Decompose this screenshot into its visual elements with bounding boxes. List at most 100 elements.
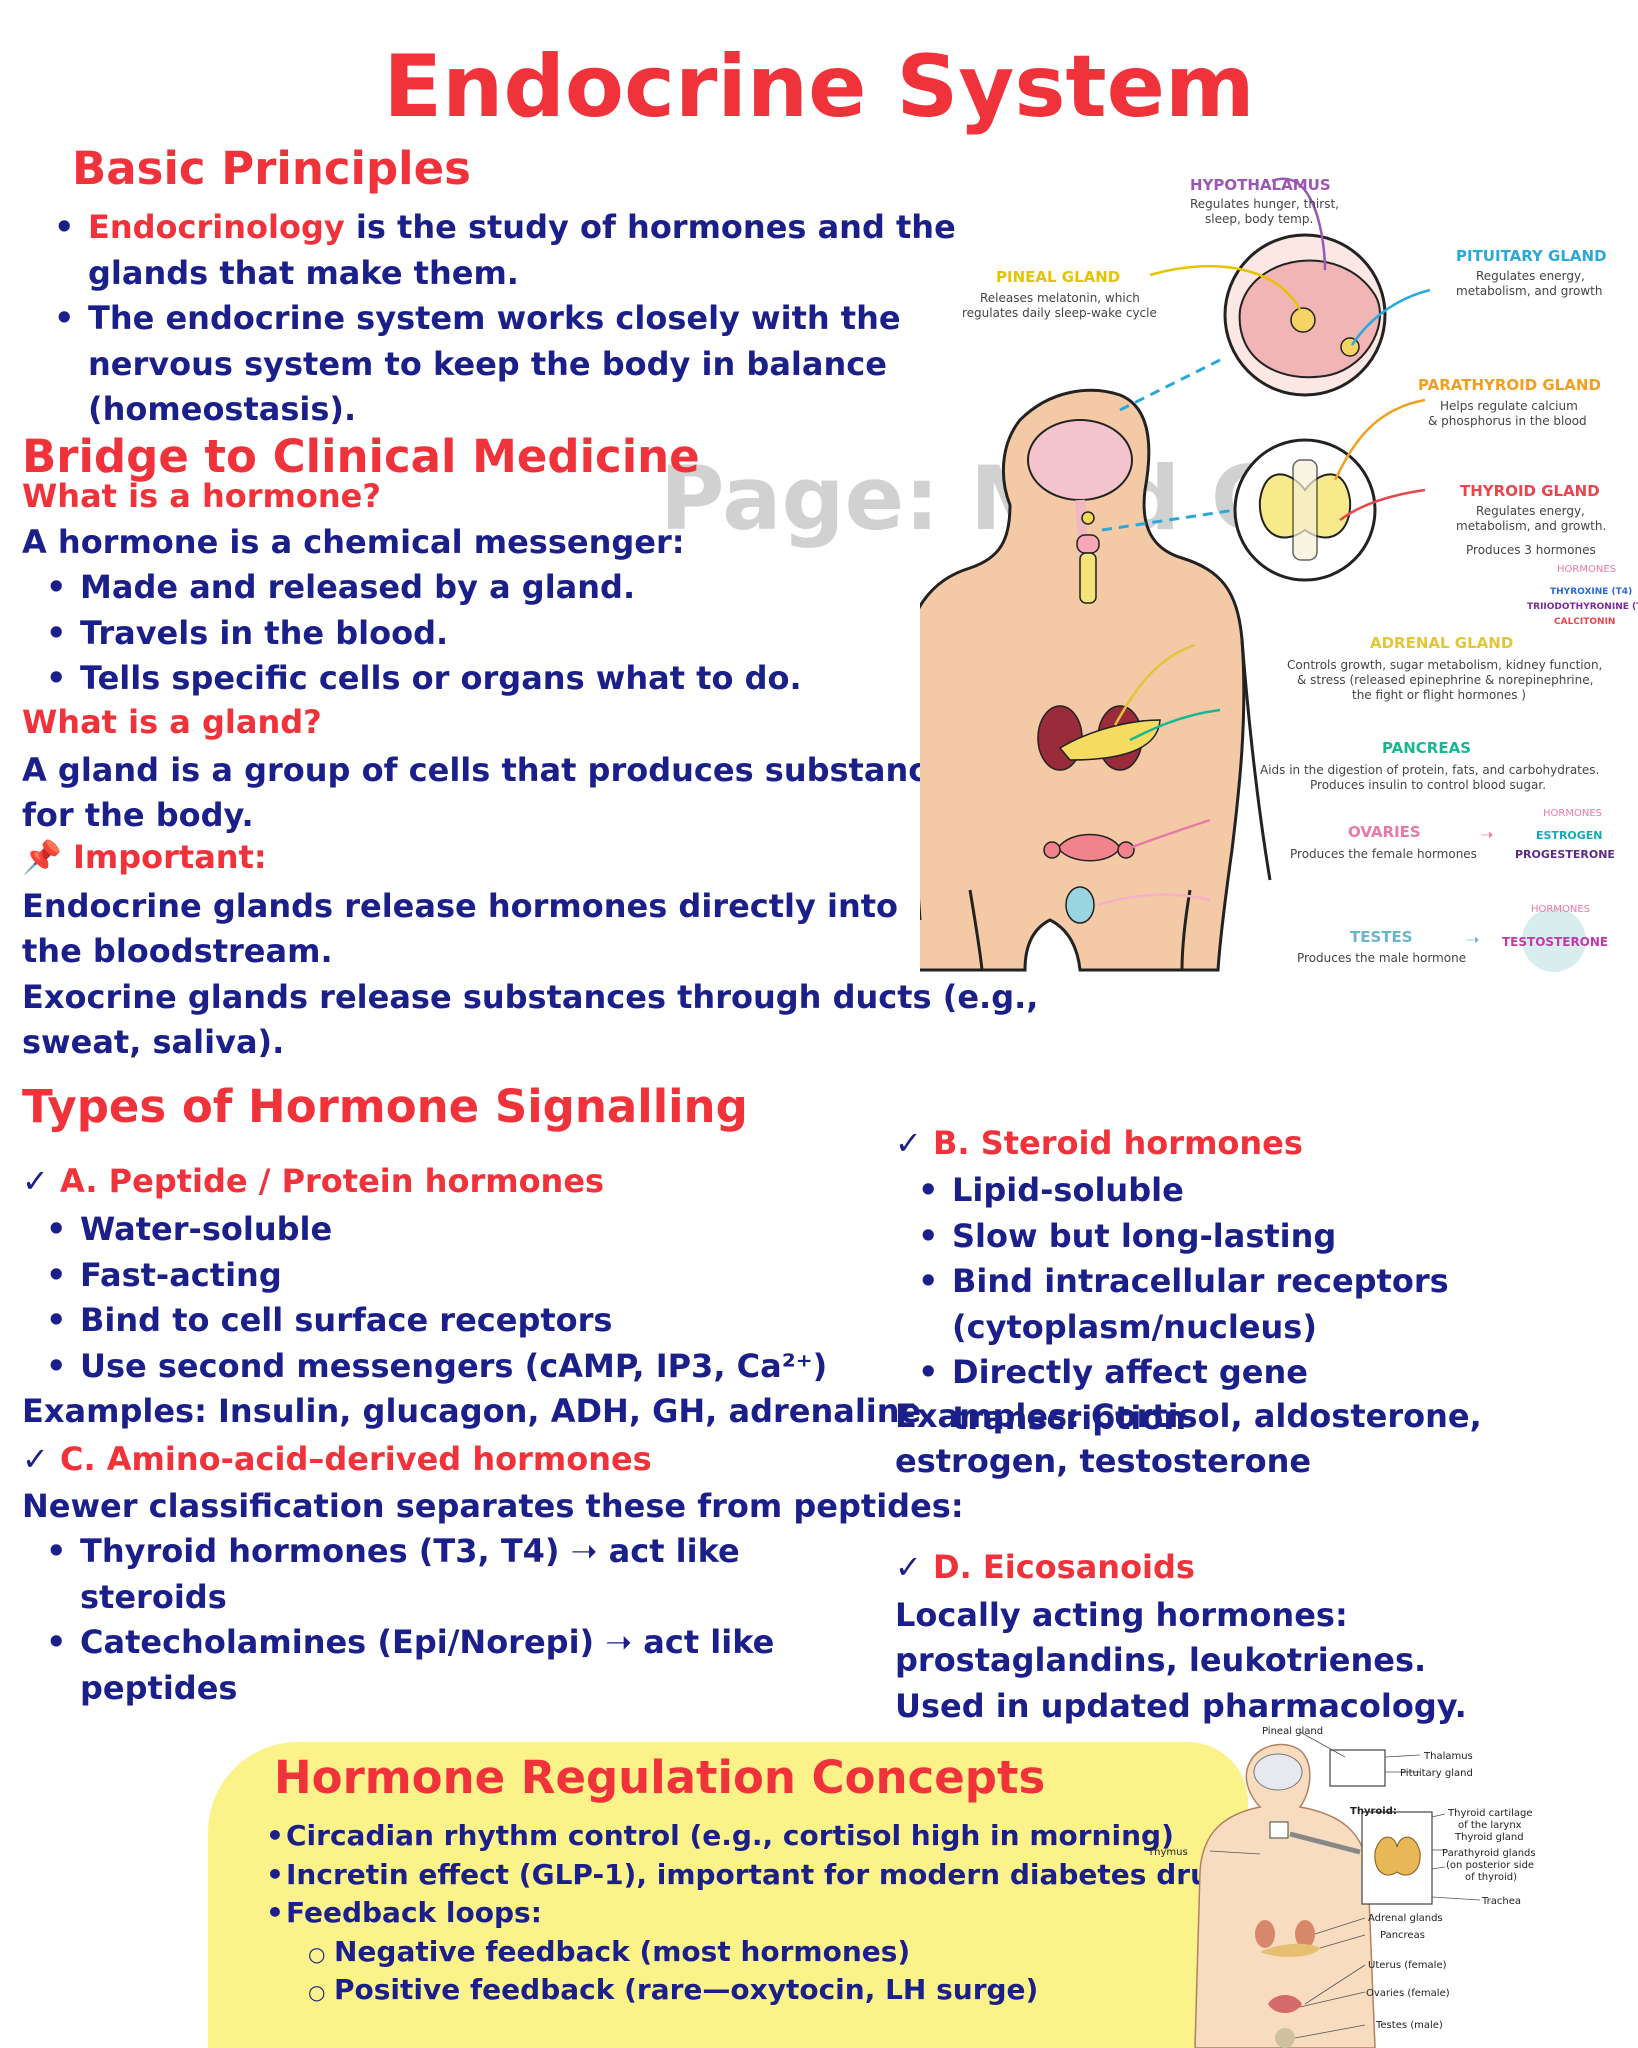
human-body-figure <box>920 388 1272 972</box>
mini-testes <box>1275 2028 1295 2048</box>
eicosanoids-heading-text: D. Eicosanoids <box>933 1548 1195 1586</box>
testes-desc: Produces the male hormone <box>1297 951 1466 965</box>
testes-hormone: TESTOSTERONE <box>1502 935 1608 949</box>
steroid-list: Lipid-soluble Slow but long-lasting Bind… <box>896 1168 1456 1441</box>
pineal-desc: regulates daily sleep-wake cycle <box>962 306 1157 320</box>
mini-thyroid-cartilage-label: Thyroid cartilage <box>1447 1808 1533 1819</box>
eicosanoids-heading: ✓ D. Eicosanoids <box>895 1548 1195 1586</box>
mini-thymus-label: Thymus <box>1147 1847 1188 1858</box>
ovaries-leader <box>1129 818 1211 850</box>
mini-adrenal-left <box>1255 1920 1275 1948</box>
brain-icon <box>1027 419 1133 501</box>
mini-pancreas <box>1260 1943 1320 1957</box>
hypothalamus-desc: Regulates hunger, thirst, <box>1190 197 1339 211</box>
important-exocrine: Exocrine glands release substances throu… <box>22 978 1039 1061</box>
testes-label: TESTES <box>1350 928 1413 946</box>
basic-point-1: Endocrinology is the study of hormones a… <box>32 205 992 296</box>
important-label: 📌 Important: <box>22 838 267 876</box>
peptide-heading-text: A. Peptide / Protein hormones <box>60 1162 605 1200</box>
check-icon: ✓ <box>22 1162 49 1200</box>
regulation-point: Feedback loops: <box>228 1894 1258 1933</box>
regulation-heading: Hormone Regulation Concepts <box>274 1751 1046 1804</box>
mini-of-thyroid-label: of thyroid) <box>1465 1872 1517 1883</box>
pituitary-desc: metabolism, and growth <box>1456 284 1602 298</box>
mini-trachea-label: Trachea <box>1481 1896 1521 1907</box>
thyroid-desc: Produces 3 hormones <box>1466 543 1596 557</box>
regulation-point: Incretin effect (GLP-1), important for m… <box>228 1856 1258 1895</box>
pancreas-desc: Produces insulin to control blood sugar. <box>1310 778 1546 792</box>
mini-adrenal-label: Adrenal glands <box>1368 1913 1443 1924</box>
arrow-icon: ➝ <box>1480 825 1493 844</box>
mini-pituitary-label: Pituitary gland <box>1400 1768 1473 1779</box>
mini-zoom-arrow <box>1289 1831 1361 1855</box>
parathyroid-leader <box>1333 398 1426 481</box>
ovaries-desc: Produces the female hormones <box>1290 847 1477 861</box>
parathyroid-desc: & phosphorus in the blood <box>1428 414 1587 428</box>
bridge-heading: Bridge to Clinical Medicine <box>22 430 700 483</box>
hormone-point: Tells specific cells or organs what to d… <box>24 656 924 702</box>
important-text: Important: <box>72 838 267 876</box>
mini-adrenal-right <box>1295 1920 1315 1948</box>
what-is-hormone-question: What is a hormone? <box>22 477 381 515</box>
peptide-point: Water-soluble <box>24 1207 864 1253</box>
thyroid-hormones-label: HORMONES <box>1557 564 1616 575</box>
check-icon: ✓ <box>22 1440 49 1478</box>
hormone-points: Made and released by a gland. Travels in… <box>24 565 924 702</box>
mini-brain-inset <box>1329 1749 1386 1787</box>
mini-thyroid-box <box>1269 1821 1289 1839</box>
what-is-gland-question: What is a gland? <box>22 703 322 741</box>
mini-pineal-label: Pineal gland <box>1262 1726 1323 1737</box>
mini-larynx-label: of the larynx <box>1458 1820 1522 1831</box>
watermark: Page: Med G <box>660 447 1284 550</box>
regulation-subpoint: Positive feedback (rare—oxytocin, LH sur… <box>228 1971 1258 2011</box>
steroid-point: Directly affect gene transcription <box>896 1350 1456 1441</box>
hormone-point: Made and released by a gland. <box>24 565 924 611</box>
pineal-detail <box>1290 307 1316 333</box>
pituitary-label: PITUITARY GLAND <box>1456 247 1607 265</box>
check-icon: ✓ <box>895 1124 922 1162</box>
parathyroid-desc: Helps regulate calcium <box>1440 399 1578 413</box>
steroid-heading-text: B. Steroid hormones <box>933 1124 1303 1162</box>
check-icon: ✓ <box>895 1548 922 1586</box>
pituitary-desc: Regulates energy, <box>1476 269 1585 283</box>
regulation-subpoint: Negative feedback (most hormones) <box>228 1933 1258 1972</box>
mini-uterus <box>1268 1995 1302 2013</box>
basic-principles-heading: Basic Principles <box>72 142 471 195</box>
ovaries-hormones-label: HORMONES <box>1543 808 1602 819</box>
hypothalamus-desc: sleep, body temp. <box>1205 212 1313 226</box>
thyroid-label: THYROID GLAND <box>1460 482 1600 500</box>
peptide-point: Fast-acting <box>24 1253 864 1299</box>
pancreas-desc: Aids in the digestion of protein, fats, … <box>1260 763 1599 777</box>
peptide-list: Water-soluble Fast-acting Bind to cell s… <box>24 1207 864 1389</box>
amino-point: Catecholamines (Epi/Norepi) ➝ act like p… <box>24 1620 884 1711</box>
diagram-labels: HYPOTHALAMUS Regulates hunger, thirst, s… <box>962 176 1638 972</box>
thyroid-hormone: TRIIODOTHYRONINE (T3) <box>1527 602 1638 612</box>
arm-right <box>1240 639 1272 881</box>
thyroid-hormone: CALCITONIN <box>1554 617 1615 627</box>
pineal-leader <box>1149 264 1302 311</box>
pineal-label: PINEAL GLAND <box>996 268 1120 286</box>
testes-leader <box>1097 893 1211 907</box>
mini-body-outline <box>1194 1743 1376 2048</box>
mini-leaders <box>1209 1731 1481 2039</box>
pineal-desc: Releases melatonin, which <box>980 291 1140 305</box>
steroid-examples: Examples: Cortisol, aldosterone, estroge… <box>895 1397 1482 1480</box>
brain-connector <box>1119 358 1221 412</box>
ovaries-hormone: ESTROGEN <box>1536 829 1603 842</box>
steroid-point: Slow but long-lasting <box>896 1214 1456 1260</box>
regulation-list: Circadian rhythm control (e.g., cortisol… <box>228 1817 1258 2011</box>
hip-line-right <box>1180 889 1192 971</box>
endocrinology-term: Endocrinology <box>88 208 345 246</box>
peptide-heading: ✓ A. Peptide / Protein hormones <box>22 1162 604 1200</box>
amino-list: Thyroid hormones (T3, T4) ➝ act like ste… <box>24 1529 884 1711</box>
parathyroid-label: PARATHYROID GLAND <box>1418 376 1601 394</box>
mini-posterior-label: (on posterior side <box>1446 1860 1534 1871</box>
thyroid-leader <box>1339 488 1426 522</box>
testosterone-badge <box>1522 908 1586 972</box>
peptide-examples: Examples: Insulin, glucagon, ADH, GH, ad… <box>22 1392 922 1430</box>
types-heading: Types of Hormone Signalling <box>22 1080 748 1133</box>
mini-testes-label: Testes (male) <box>1375 2020 1443 2031</box>
thyroid-connector <box>1101 508 1236 532</box>
testes-small <box>1065 886 1095 924</box>
mini-thyroid-label: Thyroid: <box>1350 1806 1397 1817</box>
